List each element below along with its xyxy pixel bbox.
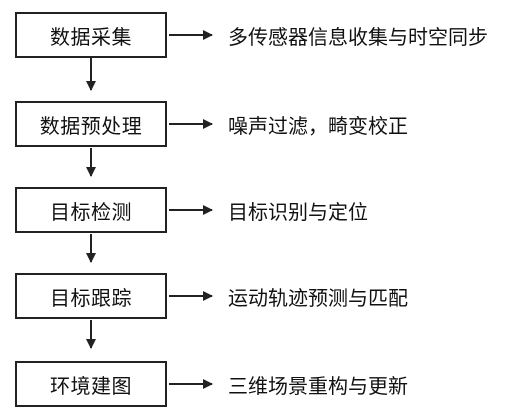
step-box-preprocessing: 数据预处理	[15, 101, 167, 147]
step-box-environment-mapping: 环境建图	[15, 361, 167, 407]
step-box-object-tracking: 目标跟踪	[15, 273, 167, 319]
step-box-data-collection: 数据采集	[15, 12, 167, 58]
step-description-3: 目标识别与定位	[228, 199, 368, 224]
step-description-4: 运动轨迹预测与匹配	[228, 285, 408, 310]
step-description-2: 噪声过滤，畸变校正	[228, 113, 408, 138]
step-description-5: 三维场景重构与更新	[228, 373, 408, 398]
step-box-object-detection: 目标检测	[15, 187, 167, 233]
step-description-1: 多传感器信息收集与时空同步	[228, 24, 488, 49]
